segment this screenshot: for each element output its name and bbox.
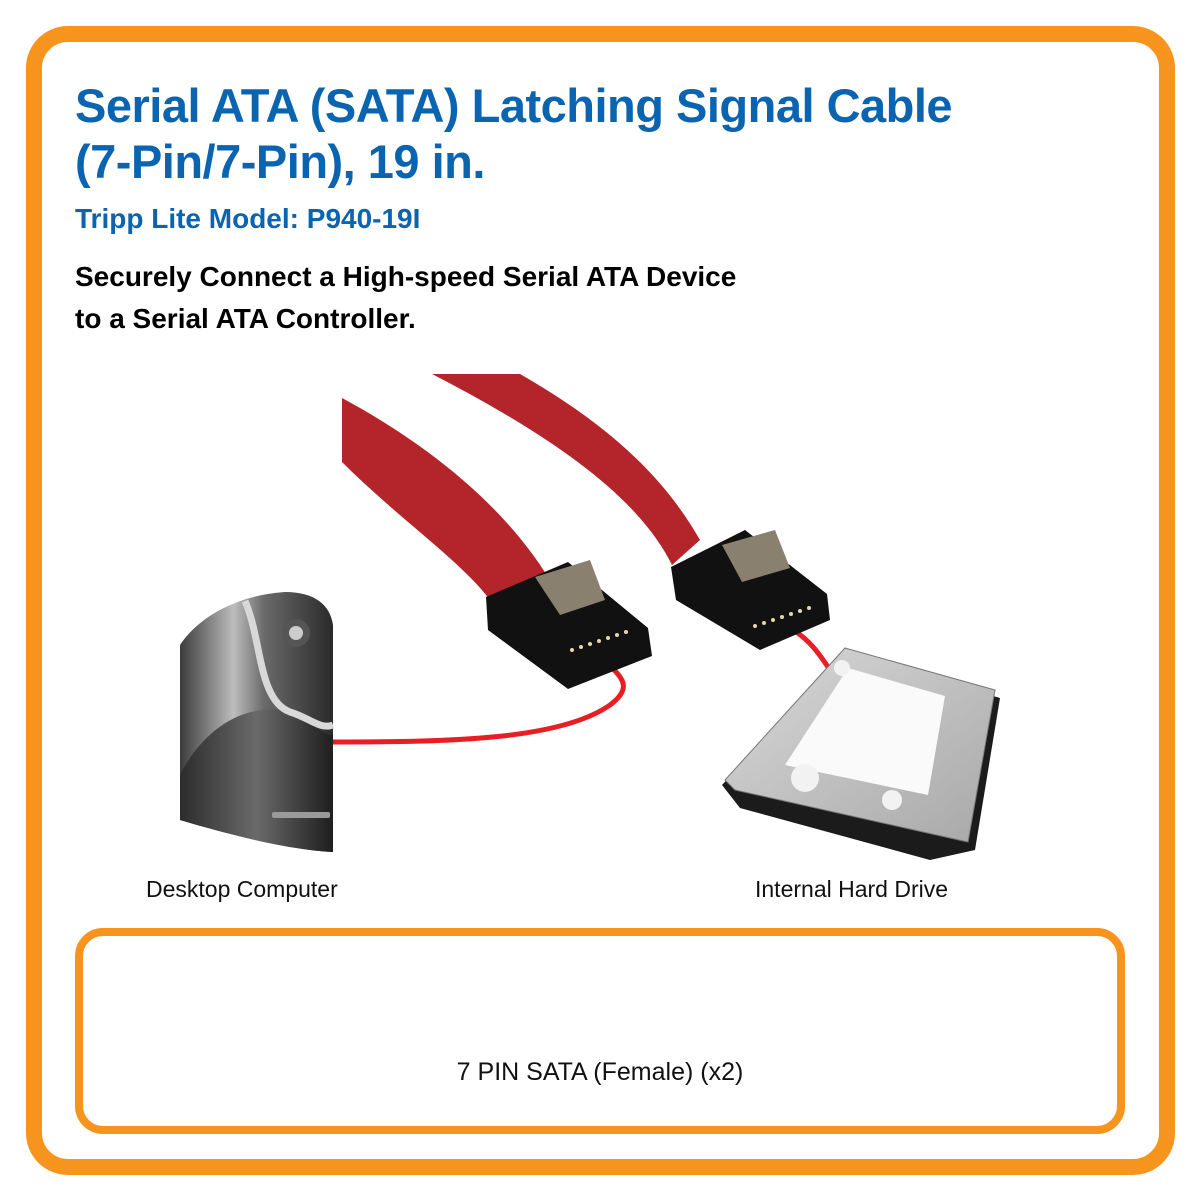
- title-line-1: Serial ATA (SATA) Latching Signal Cable: [75, 79, 953, 132]
- subtitle-line-1: Securely Connect a High-speed Serial ATA…: [75, 261, 737, 292]
- subtitle: Securely Connect a High-speed Serial ATA…: [75, 256, 736, 340]
- link-to-drive: [791, 627, 833, 672]
- model-number: Tripp Lite Model: P940-19I: [75, 203, 421, 234]
- subtitle-line-2: to a Serial ATA Controller.: [75, 303, 416, 334]
- connector-box: [75, 928, 1125, 1134]
- page-title: Serial ATA (SATA) Latching Signal Cable …: [75, 78, 953, 190]
- hard-drive-label: Internal Hard Drive: [755, 876, 949, 902]
- connector-caption: 7 PIN SATA (Female) (x2): [456, 1058, 744, 1086]
- hard-drive-icon: [722, 647, 1000, 860]
- desktop-tower-icon: [180, 592, 335, 852]
- sata-cable-icon: [342, 374, 830, 689]
- title-line-2: (7-Pin/7-Pin), 19 in.: [75, 135, 485, 188]
- desktop-computer-label: Desktop Computer: [146, 876, 338, 902]
- link-to-computer: [332, 666, 626, 745]
